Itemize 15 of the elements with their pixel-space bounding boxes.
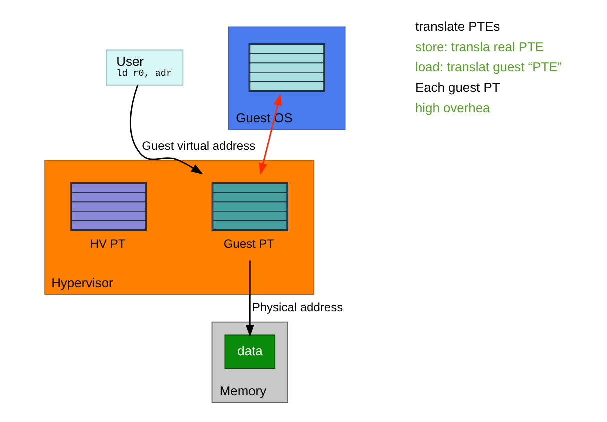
arrow — [246, 260, 254, 338]
arrow — [259, 94, 282, 176]
node-box: data — [224, 334, 276, 369]
label: Each guest PT — [416, 80, 500, 96]
edge-label: Guest virtual address — [142, 138, 256, 153]
node-label: HV PT — [90, 236, 126, 251]
label: load: translat guest “PTE” — [416, 60, 562, 75]
label: high overhea — [416, 100, 490, 116]
node-label: Guest PT — [224, 236, 275, 251]
label: translate PTEs — [416, 19, 500, 34]
edge-label: Physical address — [252, 300, 344, 315]
node-box: User ld r0, adr — [106, 50, 184, 86]
arrow — [130, 85, 204, 175]
label: store: transla real PTE — [416, 39, 544, 54]
cluster: Guest OS — [228, 26, 346, 130]
